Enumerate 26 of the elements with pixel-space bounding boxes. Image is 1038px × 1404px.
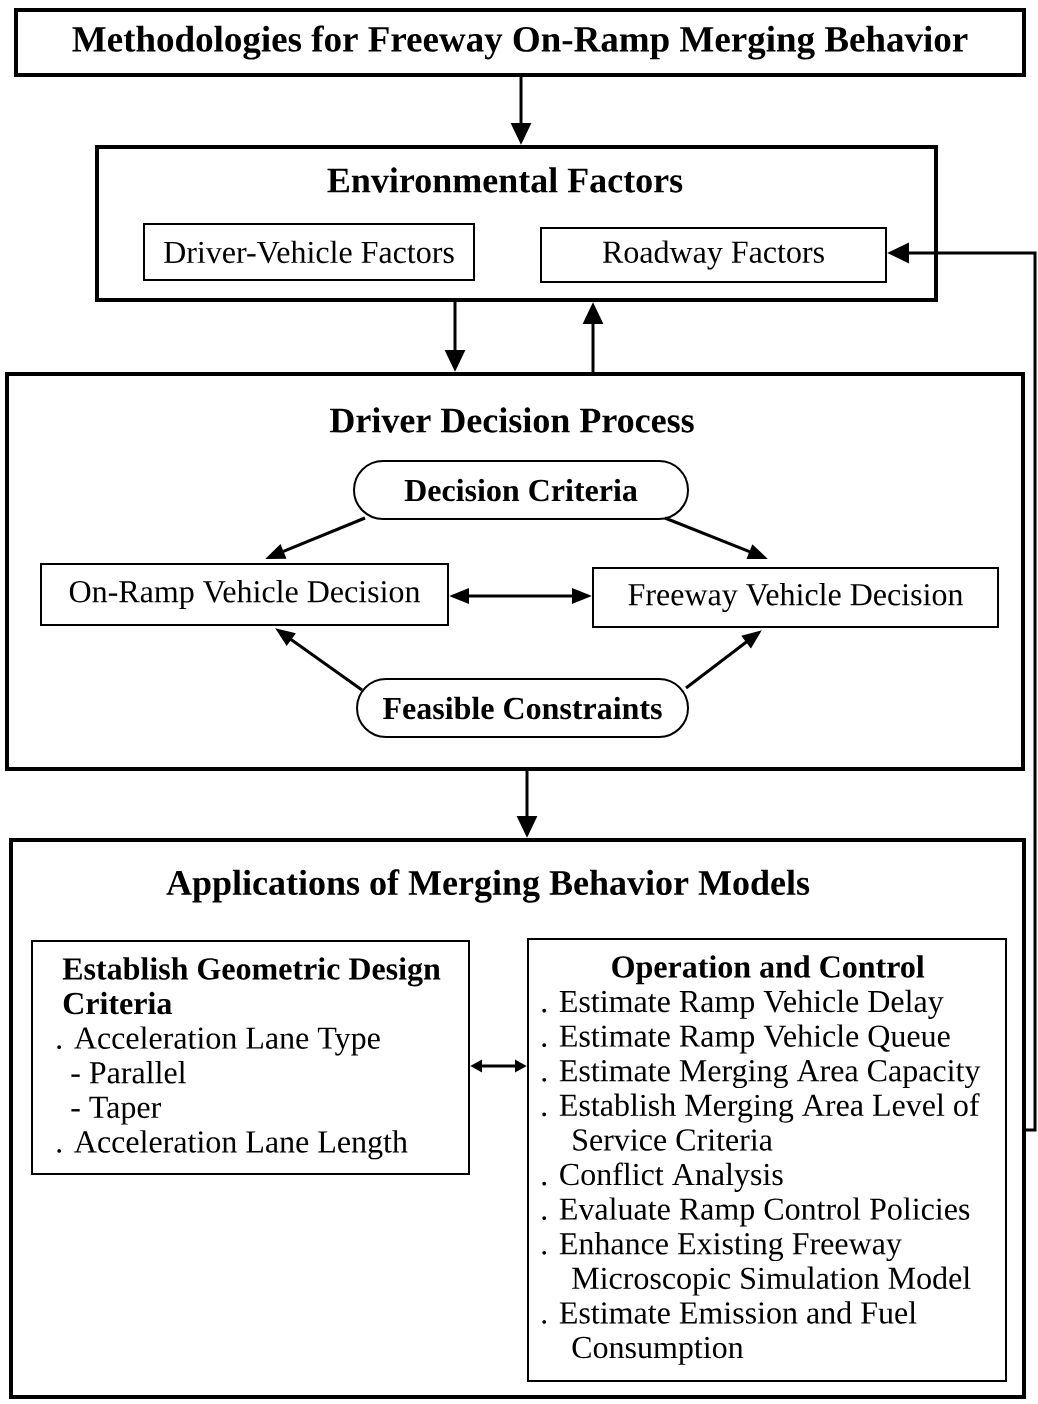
list-box: [31, 940, 470, 1175]
list-item: . Estimate Emission and Fuel Consumption: [542, 1301, 917, 1365]
process-box: Roadway Factors: [540, 227, 887, 283]
process-box: Freeway Vehicle Decision: [592, 567, 999, 628]
panel-heading: Applications of Merging Behavior Models: [166, 869, 810, 903]
list-heading: Establish Geometric Design Criteria: [62, 957, 441, 1015]
panel-heading: Environmental Factors: [327, 167, 683, 193]
list-item: . Evaluate Ramp Control Policies: [542, 1197, 970, 1227]
list-item: . Acceleration Lane Length: [57, 1130, 408, 1160]
list-box: [527, 938, 1007, 1382]
process-box: Driver-Vehicle Factors: [143, 223, 475, 281]
list-item: - Taper: [71, 1096, 161, 1125]
list-item: . Estimate Ramp Vehicle Delay: [542, 989, 944, 1019]
list-item: . Estimate Merging Area Capacity: [542, 1060, 981, 1089]
panel-heading: Driver Decision Process: [330, 407, 694, 433]
rounded-box: Decision Criteria: [353, 460, 689, 520]
list-item: . Enhance Existing Freeway Microscopic Simulation Model: [542, 1232, 971, 1296]
list-item: . Conflict Analysis: [542, 1162, 783, 1192]
list-heading: Operation and Control: [612, 955, 925, 985]
list-item: . Estimate Ramp Vehicle Queue: [542, 1024, 950, 1054]
rounded-box: Feasible Constraints: [356, 678, 689, 738]
process-box: On-Ramp Vehicle Decision: [40, 563, 449, 626]
list-item: - Parallel: [71, 1061, 186, 1084]
list-item: . Acceleration Lane Type: [57, 1026, 380, 1056]
process-box: Methodologies for Freeway On-Ramp Merging Behavior: [14, 8, 1026, 77]
list-item: . Establish Merging Area Level of Service Criteria: [542, 1093, 980, 1151]
